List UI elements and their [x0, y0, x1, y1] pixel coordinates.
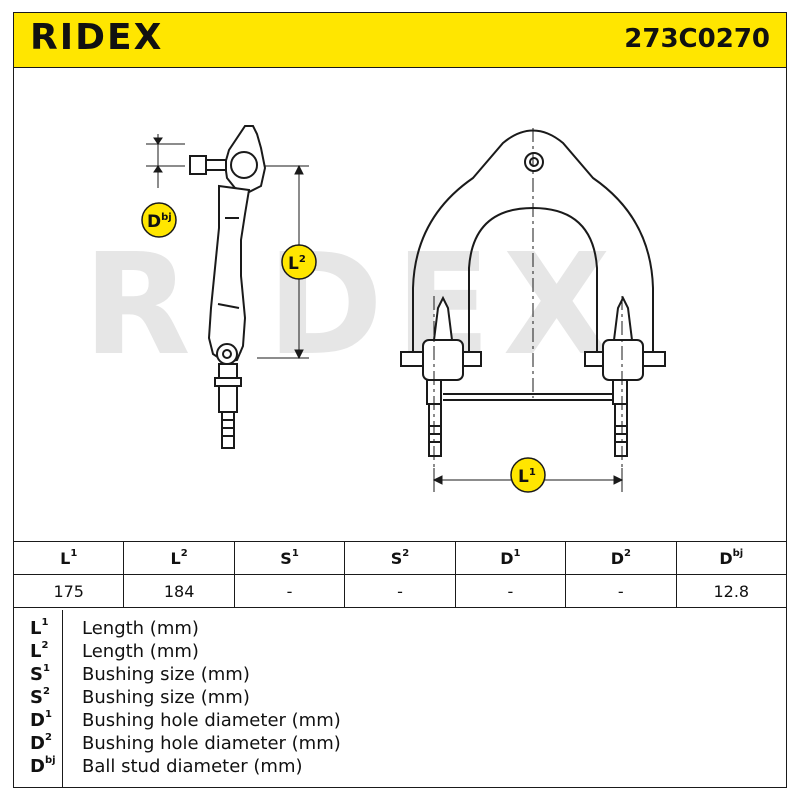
- value-s1: -: [233, 574, 346, 608]
- col-header-l1: L1: [12, 541, 125, 575]
- l1-badge: L1: [510, 457, 546, 493]
- value-dbj: 12.8: [675, 574, 788, 608]
- spec-table: L1 L2 S1 S2 D1 D2 Dbj 175 184 - - - - 12…: [12, 541, 788, 608]
- brand-logo: RIDEX: [30, 17, 164, 58]
- svg-text:L2: L2: [288, 254, 306, 274]
- legend-item: D2 Bushing hole diameter (mm): [30, 732, 341, 754]
- dbj-dimension: [146, 134, 185, 188]
- l2-badge: L2: [281, 244, 317, 280]
- value-l1: 175: [12, 574, 125, 608]
- value-d2: -: [565, 574, 677, 608]
- watermark: RIDEX: [83, 224, 623, 387]
- legend: L1 Length (mm) L2 Length (mm) S1 Bushing…: [13, 606, 787, 788]
- centerlines: [433, 128, 623, 488]
- legend-item: L2 Length (mm): [30, 640, 199, 662]
- legend-item: Dbj Ball stud diameter (mm): [30, 755, 303, 777]
- legend-item: S2 Bushing size (mm): [30, 686, 250, 708]
- side-view-arm: [189, 125, 267, 449]
- technical-drawing: RIDEX Dbj: [83, 125, 666, 493]
- svg-text:Dbj: Dbj: [147, 212, 172, 232]
- col-header-s2: S2: [344, 541, 456, 575]
- col-header-s1: S1: [233, 541, 346, 575]
- col-header-dbj: Dbj: [675, 541, 788, 575]
- legend-item: D1 Bushing hole diameter (mm): [30, 709, 341, 731]
- dbj-badge: Dbj: [141, 202, 177, 238]
- legend-divider: [62, 610, 63, 788]
- value-s2: -: [344, 574, 456, 608]
- legend-item: S1 Bushing size (mm): [30, 663, 250, 685]
- value-d1: -: [454, 574, 567, 608]
- value-l2: 184: [123, 574, 235, 608]
- spec-table-value-row: 175 184 - - - - 12.8: [12, 574, 788, 608]
- spec-table-header-row: L1 L2 S1 S2 D1 D2 Dbj: [12, 541, 788, 575]
- svg-text:L1: L1: [518, 467, 536, 487]
- header-bar: [13, 12, 787, 68]
- legend-item: L1 Length (mm): [30, 617, 199, 639]
- front-view-arm: [400, 129, 666, 457]
- col-header-l2: L2: [123, 541, 235, 575]
- part-number: 273C0270: [624, 24, 770, 54]
- col-header-d1: D1: [454, 541, 567, 575]
- col-header-d2: D2: [565, 541, 677, 575]
